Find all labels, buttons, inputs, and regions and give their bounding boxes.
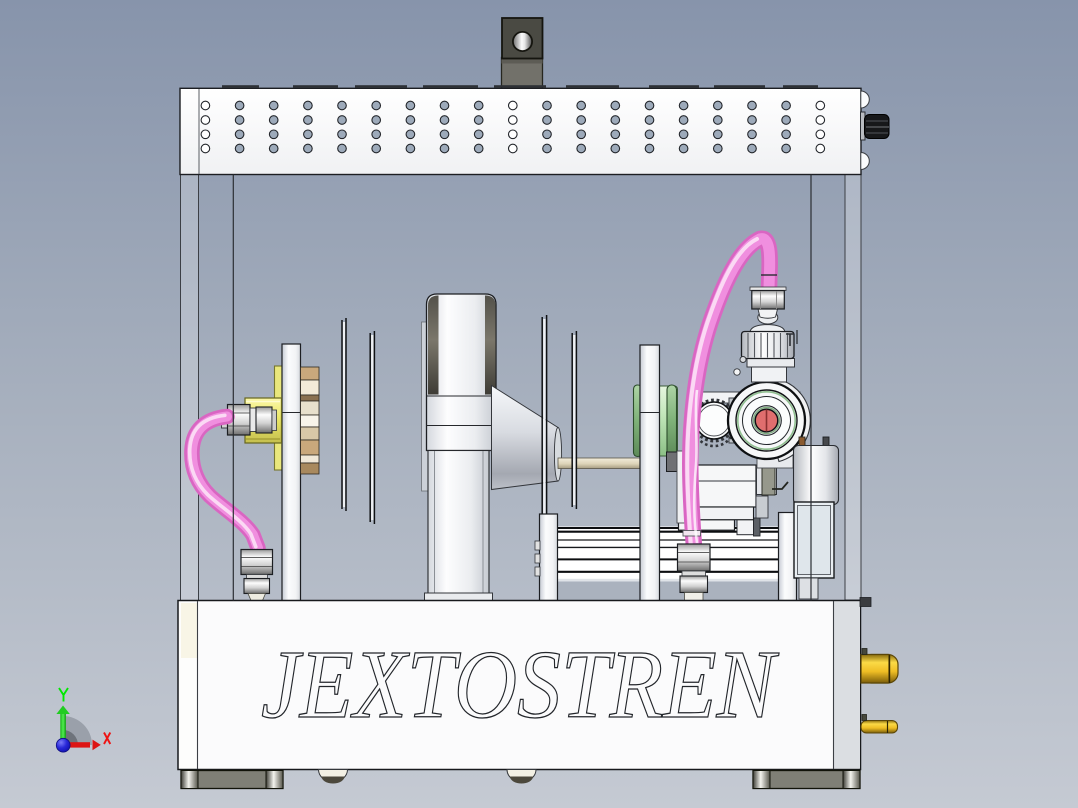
svg-text:JEXTOSTREN: JEXTOSTREN (261, 631, 780, 738)
